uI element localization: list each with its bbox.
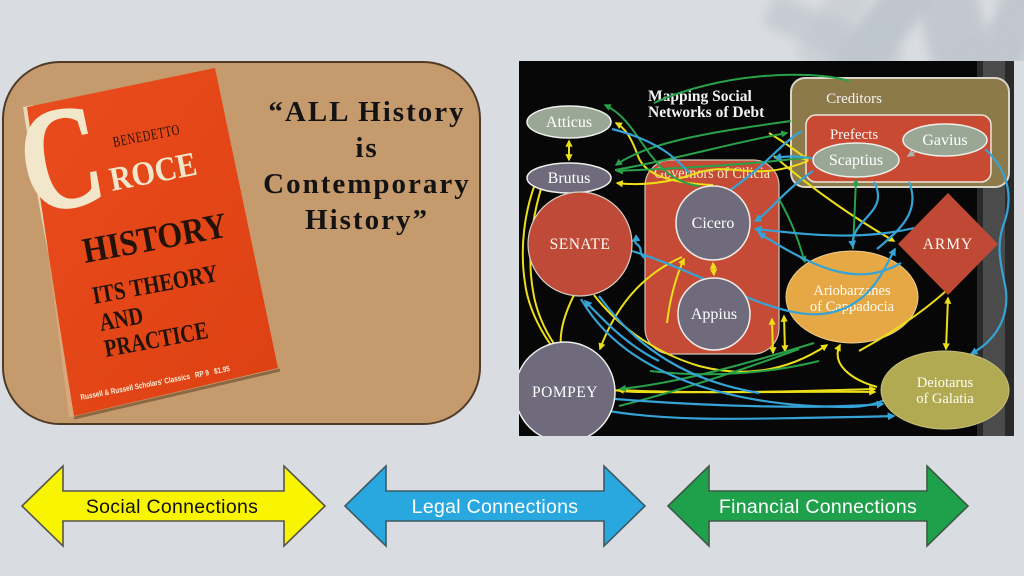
svg-text:Gavius: Gavius bbox=[922, 132, 967, 149]
svg-text:ARMY: ARMY bbox=[923, 236, 974, 253]
svg-text:Legal Connections: Legal Connections bbox=[412, 496, 579, 518]
svg-text:Social Connections: Social Connections bbox=[86, 496, 258, 518]
svg-text:Cicero: Cicero bbox=[692, 215, 735, 232]
svg-text:Financial Connections: Financial Connections bbox=[719, 496, 917, 518]
svg-text:Scaptius: Scaptius bbox=[829, 152, 883, 169]
svg-text:Creditors: Creditors bbox=[826, 91, 882, 107]
svg-text:Mapping Social: Mapping Social bbox=[648, 88, 752, 105]
svg-text:Appius: Appius bbox=[691, 306, 737, 323]
svg-text:POMPEY: POMPEY bbox=[532, 384, 598, 401]
svg-text:SENATE: SENATE bbox=[550, 236, 611, 253]
svg-text:Atticus: Atticus bbox=[546, 114, 592, 131]
svg-text:Networks of Debt: Networks of Debt bbox=[648, 104, 765, 121]
svg-text:of Cappadocia: of Cappadocia bbox=[810, 299, 895, 315]
svg-text:Deiotarus: Deiotarus bbox=[917, 375, 974, 391]
svg-text:Prefects: Prefects bbox=[830, 127, 878, 143]
svg-text:Ariobarzanes: Ariobarzanes bbox=[813, 283, 891, 299]
svg-text:of Galatia: of Galatia bbox=[916, 391, 974, 407]
svg-text:Brutus: Brutus bbox=[548, 170, 591, 187]
